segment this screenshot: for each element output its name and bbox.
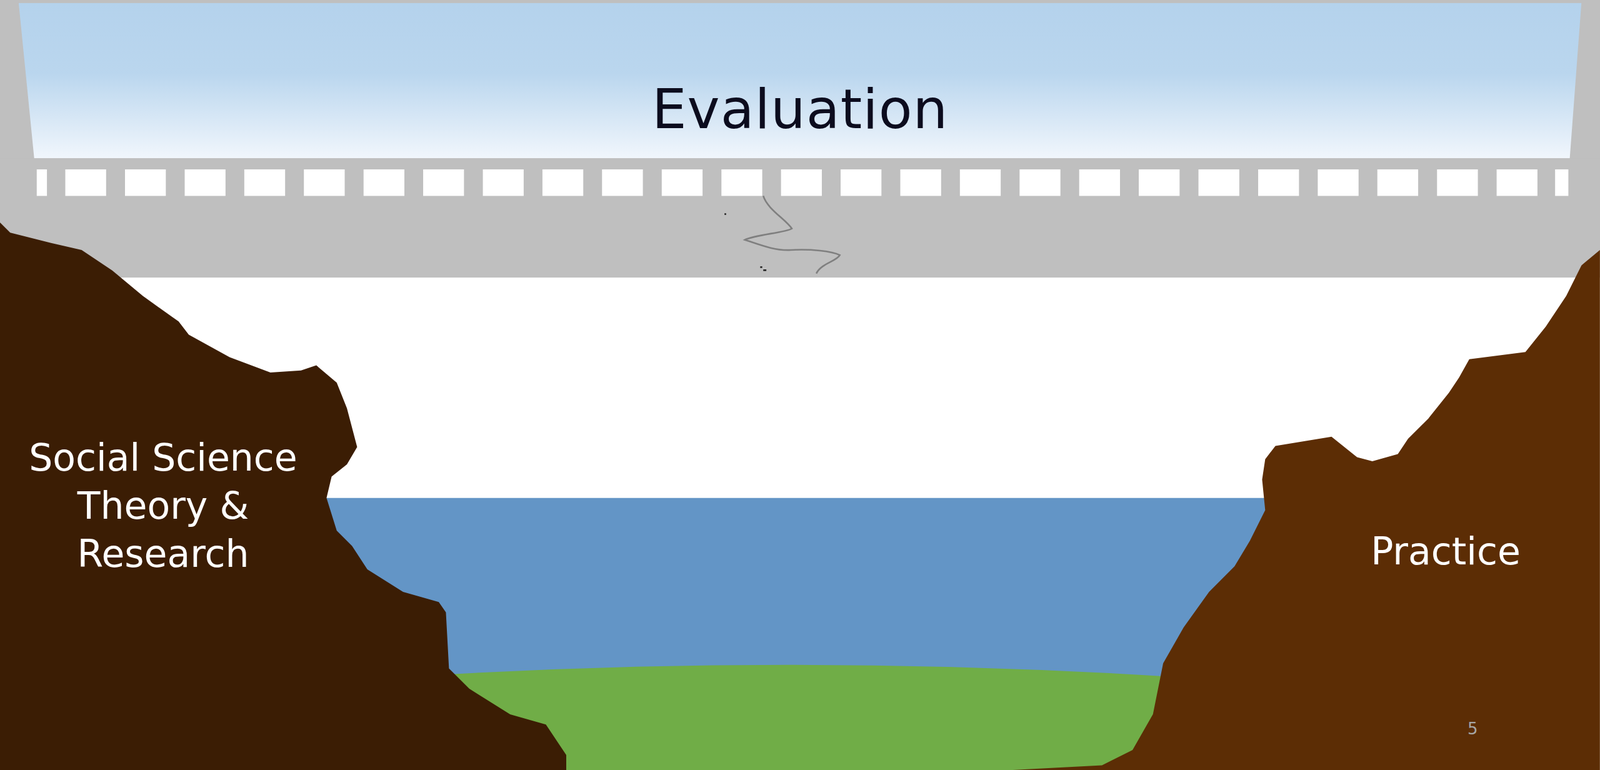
cliff-shape <box>0 222 567 770</box>
bridge-windows <box>36 169 1569 196</box>
bridge-left-pillar <box>0 0 35 164</box>
practice-cliff: Practice <box>1005 250 1600 770</box>
node-text: Social Science Theory & Research <box>16 433 310 579</box>
bridge-right-pillar <box>1569 0 1600 164</box>
river-water <box>306 498 1286 682</box>
theory-cliff: Social Science Theory & Research <box>0 222 567 770</box>
bridge-top-rail <box>0 0 1600 4</box>
sky-band <box>0 0 1600 164</box>
bridge-crack <box>745 195 840 274</box>
evaluation-bridge-band: Evaluation <box>18 3 1581 159</box>
node-text: Practice <box>1370 528 1521 574</box>
cliff-shape <box>1005 250 1600 770</box>
crack-speck <box>724 213 727 215</box>
node-text: Evaluation <box>651 76 949 143</box>
crack-speck <box>763 269 767 272</box>
page-number: 5 <box>1467 719 1479 739</box>
cliff-outline <box>1005 250 1600 770</box>
bridge-deck <box>0 158 1600 278</box>
crack-speck <box>760 266 762 269</box>
